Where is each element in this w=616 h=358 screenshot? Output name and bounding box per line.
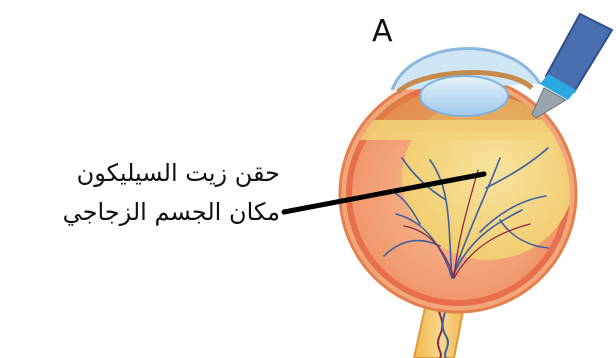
injection-cannula-icon bbox=[532, 14, 612, 118]
callout-label: حقن زيت السيليكون مكان الجسم الزجاجي bbox=[63, 154, 280, 232]
callout-label-line-2: مكان الجسم الزجاجي bbox=[63, 193, 280, 232]
oil-meniscus bbox=[360, 120, 560, 140]
lens bbox=[420, 76, 508, 116]
panel-letter: A bbox=[372, 14, 393, 49]
callout-label-line-1: حقن زيت السيليكون bbox=[63, 154, 280, 193]
